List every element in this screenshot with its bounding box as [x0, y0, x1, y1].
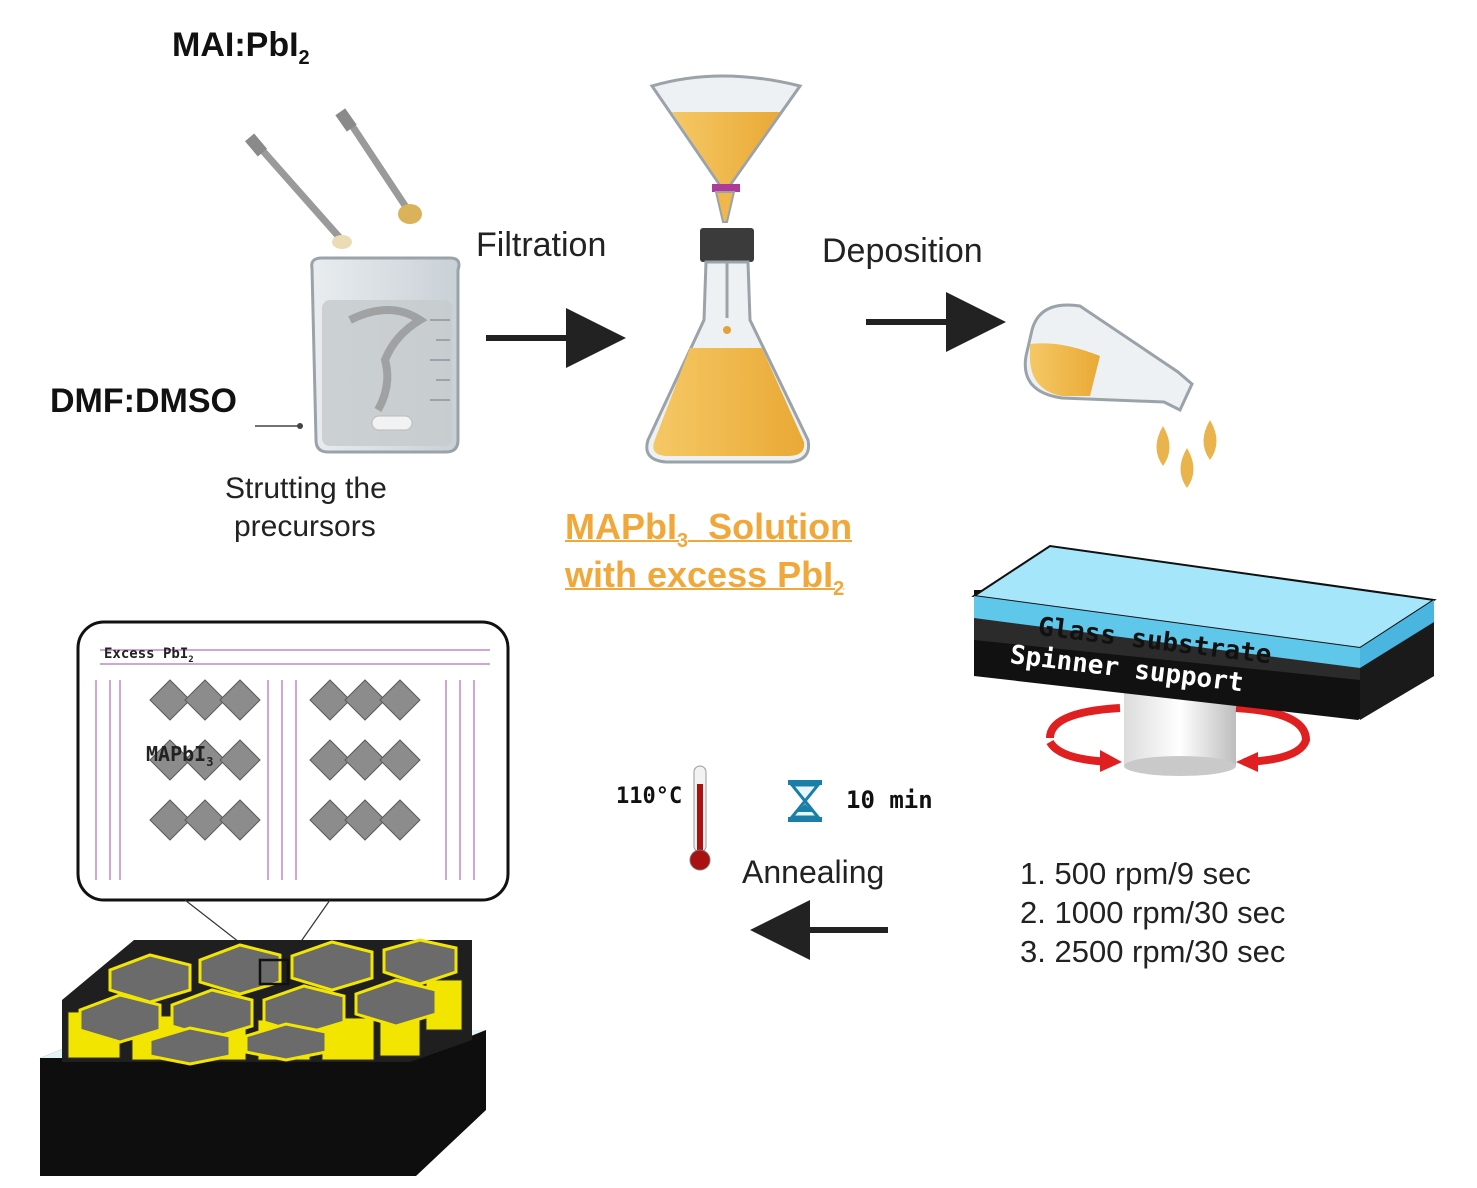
spatula-icon — [244, 108, 422, 249]
deposition-label: Deposition — [822, 232, 983, 270]
strutting-label-line2: precursors — [234, 510, 376, 543]
droplet-icon — [1156, 420, 1217, 488]
dmf-dmso-label: DMF:DMSO — [50, 382, 237, 420]
spin-coater — [971, 544, 1437, 776]
time-label: 10 min — [846, 786, 933, 814]
mai-pbi2-label: MAI:PbI2 — [172, 26, 310, 69]
filtration-flask-icon — [645, 74, 811, 464]
mapbi3-label: MAPbI3 — [146, 742, 214, 769]
spin-step: 1. 500 rpm/9 sec — [1020, 856, 1251, 891]
solution-label-line1: MAPbI3 Solution — [565, 506, 853, 553]
filtration-label: Filtration — [476, 226, 607, 264]
solution-label-line2: with excess PbI2 — [565, 554, 845, 601]
crystal-structure-zoom — [76, 620, 510, 961]
strutting-label-line1: Strutting the — [225, 472, 387, 505]
annealing-label: Annealing — [742, 854, 885, 890]
spin-steps-list: 1. 500 rpm/9 sec 2. 1000 rpm/30 sec 3. 2… — [1020, 854, 1285, 971]
beaker-icon — [310, 256, 461, 454]
hourglass-icon — [788, 780, 822, 822]
perovskite-film — [40, 938, 486, 1176]
pouring-flask-icon — [1023, 303, 1194, 413]
thermometer-icon — [689, 765, 711, 871]
spin-step: 2. 1000 rpm/30 sec — [1020, 895, 1286, 930]
temperature-label: 110°C — [616, 784, 683, 809]
excess-pbi2-label: Excess PbI2 — [104, 646, 194, 665]
spin-step: 3. 2500 rpm/30 sec — [1020, 934, 1286, 969]
